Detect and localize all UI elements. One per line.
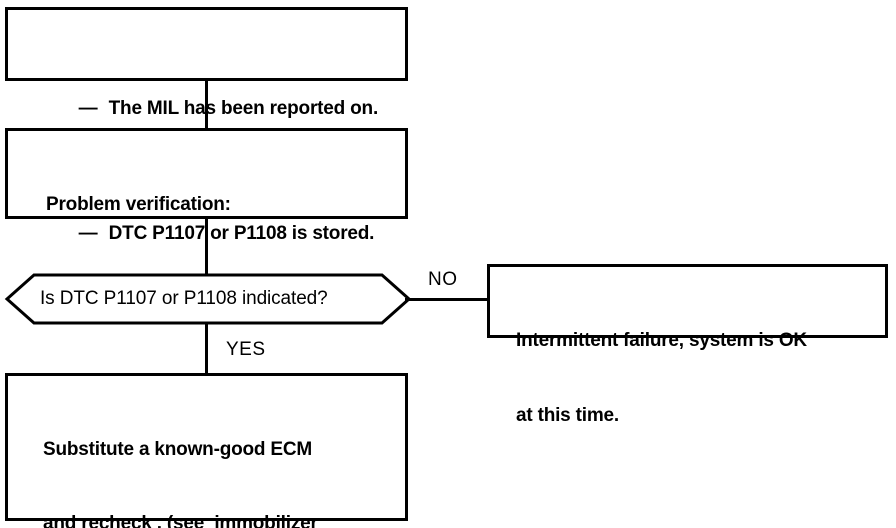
intermittent-line-1: Intermittent failure, system is OK (516, 330, 807, 351)
bullet-dash-icon: — (78, 223, 98, 244)
branch-label-yes: YES (226, 339, 266, 360)
symptom-box-text: — The MIL has been reported on. — DTC P110… (38, 21, 379, 321)
symptom-bullet-row: — DTC P1107 or P1108 is stored. (38, 196, 378, 271)
connector-decision-no (405, 298, 489, 301)
substitute-box-text: Substitute a known-good ECM and recheck … (43, 389, 319, 528)
bullet-dash-icon: — (78, 98, 98, 119)
decision-question-label: Is DTC P1107 or P1108 indicated? (40, 288, 328, 309)
connector-verification-to-decision (205, 219, 208, 276)
symptom-bullet-label-2: DTC P1107 or P1108 is stored. (108, 223, 375, 244)
intermittent-line-2: at this time. (516, 405, 619, 426)
connector-decision-yes (205, 322, 208, 373)
substitute-ecm-box[interactable]: Substitute a known-good ECM and recheck … (5, 373, 408, 528)
symptom-box[interactable]: — The MIL has been reported on. — DTC P110… (5, 7, 408, 244)
symptom-bullet-row: — The MIL has been reported on. (38, 71, 379, 146)
branch-label-no: NO (428, 269, 458, 290)
intermittent-box-text: Intermittent failure, system is OK at th… (516, 278, 807, 478)
verification-heading: Problem verification: (46, 194, 231, 215)
substitute-line-2: and recheck . (see immobilizer (43, 512, 318, 528)
verification-box[interactable]: Problem verification: 1.Do the ECM Reset… (5, 128, 408, 440)
symptom-bullet-label-1: The MIL has been reported on. (108, 98, 379, 119)
intermittent-failure-box[interactable]: Intermittent failure, system is OK at th… (487, 264, 888, 426)
decision-node[interactable]: Is DTC P1107 or P1108 indicated? (4, 272, 412, 326)
connector-symptom-to-verification (205, 81, 208, 128)
substitute-line-1: Substitute a known-good ECM (43, 439, 313, 460)
